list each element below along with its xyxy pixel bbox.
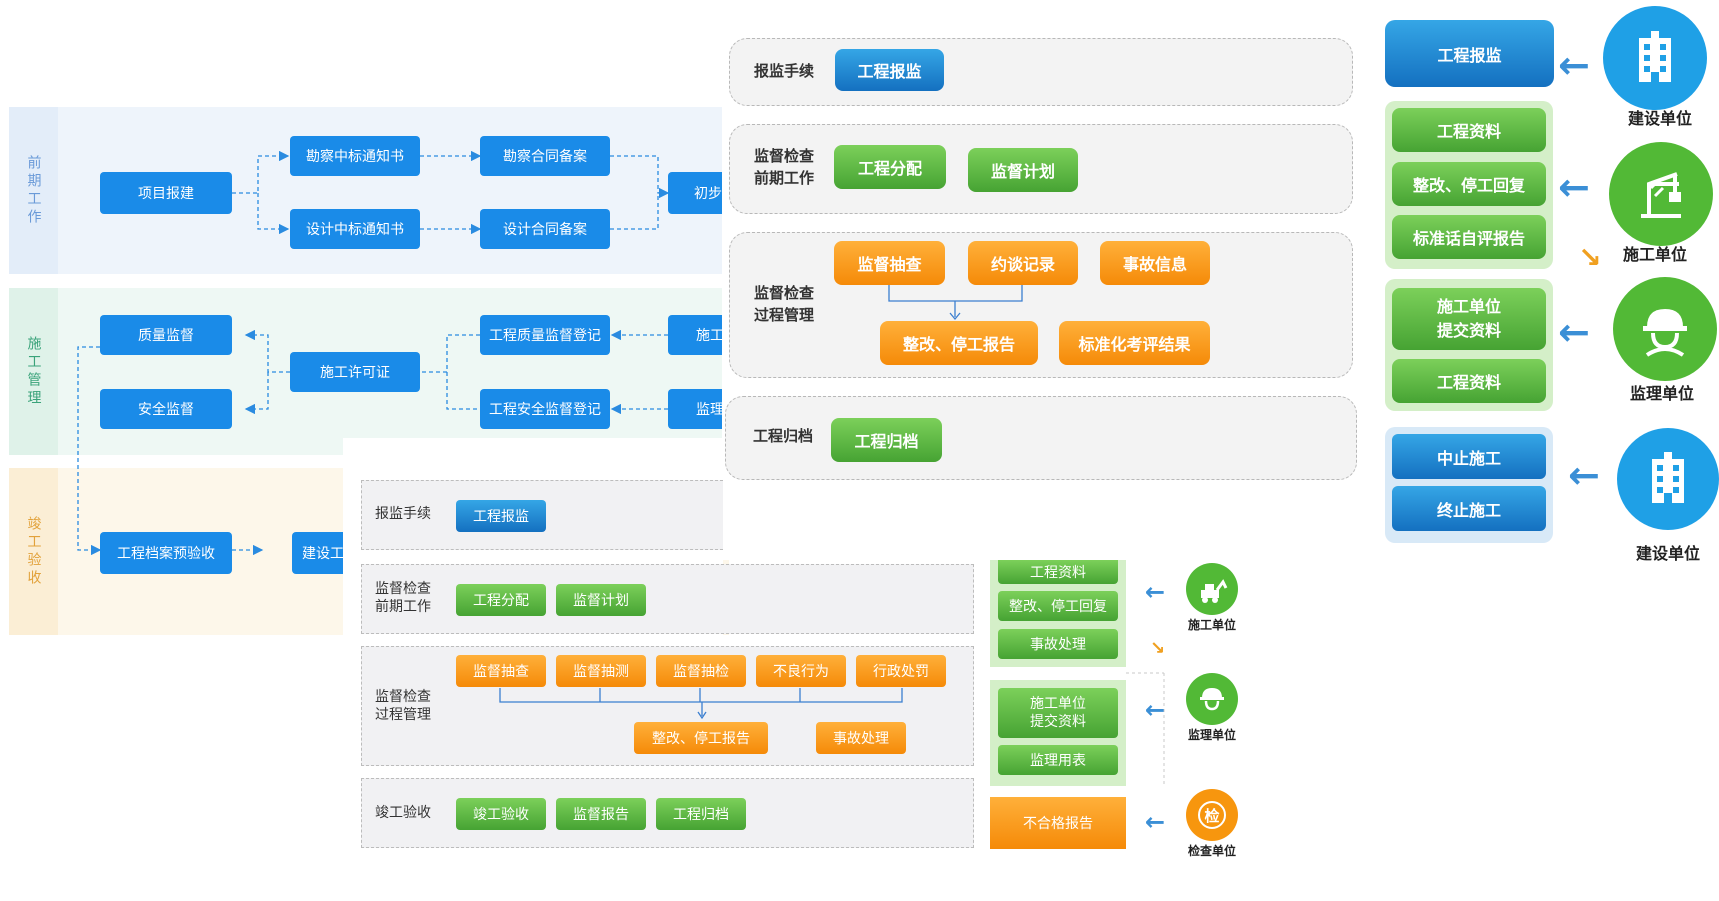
band-label-completion: 竣工验收: [9, 468, 58, 635]
tr-engineering-data-2-button[interactable]: 工程资料: [1392, 359, 1546, 403]
br-accident-button[interactable]: 事故处理: [998, 629, 1118, 659]
inspection-glyph: 检: [1198, 801, 1226, 829]
tr-submit-data-button[interactable]: 施工单位 提交资料: [1392, 288, 1546, 350]
br-engineering-data-button[interactable]: 工程资料: [998, 560, 1118, 584]
bottom-report-button[interactable]: 工程报监: [456, 500, 546, 532]
bottom-spot-test-button[interactable]: 监督抽检: [656, 655, 746, 687]
panel-process-label: 监督检查 过程管理: [754, 284, 815, 324]
tr-arrow-left-icon: ←: [1558, 43, 1590, 87]
band-label-construction: 施工管理: [9, 288, 58, 455]
inspection-icon: 检: [1186, 789, 1238, 841]
panel-report-label: 报监手续: [754, 62, 815, 80]
node-design-contract[interactable]: 设计合同备案: [480, 209, 610, 249]
worker-helmet-icon: [1186, 673, 1238, 725]
node-preliminary[interactable]: 初步: [668, 172, 728, 214]
crane-icon: [1609, 142, 1713, 246]
bottom-spot-check-button[interactable]: 监督抽查: [456, 655, 546, 687]
top-archive-button[interactable]: 工程归档: [831, 418, 942, 462]
bottom-rectify-report-button[interactable]: 整改、停工报告: [634, 722, 768, 754]
bottom-panel-pre-work: [361, 564, 974, 634]
node-survey-contract[interactable]: 勘察合同备案: [480, 136, 610, 176]
br-arrow-left-icon: ←: [1145, 808, 1166, 836]
bottom-panel-pre-work-label: 监督检查 前期工作: [375, 581, 431, 615]
tr-arrow-left-icon: ←: [1558, 310, 1590, 354]
building-icon: [1617, 428, 1719, 530]
tr-pause-button[interactable]: 中止施工: [1392, 434, 1546, 479]
br-supervision-form-button[interactable]: 监理用表: [998, 745, 1118, 775]
bottom-panel-report-label: 报监手续: [375, 506, 431, 522]
tr-actor-builder-label: 建设单位: [1627, 109, 1692, 128]
bottom-panel-completion-label: 竣工验收: [375, 805, 431, 821]
tr-arrow-left-icon: ←: [1568, 453, 1600, 497]
bottom-assign-button[interactable]: 工程分配: [456, 584, 546, 616]
node-archive-acceptance[interactable]: 工程档案预验收: [100, 532, 232, 574]
tr-actor-builder-2-label: 建设单位: [1635, 544, 1700, 563]
node-project-report[interactable]: 项目报建: [100, 172, 232, 214]
band-label-pre-work: 前期工作: [9, 107, 58, 274]
br-actor-inspection-label: 检查单位: [1187, 844, 1236, 858]
tr-stop-button[interactable]: 终止施工: [1392, 486, 1546, 531]
tr-arrow-diagonal-icon: ↘: [1578, 241, 1602, 274]
br-arrow-left-icon: ←: [1145, 578, 1166, 606]
node-build-partial[interactable]: 建设工: [292, 532, 352, 574]
bottom-bad-behavior-button[interactable]: 不良行为: [756, 655, 846, 687]
node-design-bid[interactable]: 设计中标通知书: [290, 209, 420, 249]
top-interview-button[interactable]: 约谈记录: [968, 241, 1078, 285]
building-icon: [1603, 6, 1707, 110]
top-plan-button[interactable]: 监督计划: [968, 148, 1078, 192]
br-rectify-reply-button[interactable]: 整改、停工回复: [998, 591, 1118, 621]
left-flow-connectors: [77, 150, 670, 556]
top-standard-result-button[interactable]: 标准化考评结果: [1059, 321, 1210, 365]
panel-report: [729, 38, 1353, 106]
tr-actor-construction-label: 施工单位: [1622, 245, 1687, 264]
tr-report-button[interactable]: 工程报监: [1385, 20, 1554, 87]
bottom-admin-penalty-button[interactable]: 行政处罚: [856, 655, 946, 687]
tr-actor-supervisor-label: 监理单位: [1629, 384, 1694, 403]
tr-self-eval-button[interactable]: 标准话自评报告: [1392, 215, 1546, 259]
tr-rectify-reply-button[interactable]: 整改、停工回复: [1392, 162, 1546, 206]
top-spot-check-button[interactable]: 监督抽查: [834, 241, 945, 285]
panel-archive-label: 工程归档: [753, 427, 814, 445]
top-accident-button[interactable]: 事故信息: [1100, 241, 1210, 285]
panel-pre-work-label: 监督检查 前期工作: [754, 147, 815, 187]
top-process-connector: [888, 285, 1023, 321]
node-quality-supervision[interactable]: 质量监督: [100, 315, 232, 355]
bottom-report-result-button[interactable]: 监督报告: [556, 798, 646, 830]
top-report-button[interactable]: 工程报监: [835, 49, 944, 91]
panel-pre-work: [729, 124, 1353, 214]
node-construction-partial[interactable]: 施工: [668, 315, 728, 355]
br-actor-supervisor-label: 监理单位: [1187, 728, 1236, 742]
br-arrow-diagonal-icon: ↘: [1150, 638, 1166, 659]
node-safety-supervision[interactable]: 安全监督: [100, 389, 232, 429]
br-group-divider: [1126, 672, 1165, 786]
node-supervision-partial[interactable]: 监理: [668, 389, 728, 429]
node-construction-permit[interactable]: 施工许可证: [290, 352, 420, 392]
br-actor-construction-label: 施工单位: [1187, 618, 1236, 632]
panel-archive: [725, 396, 1357, 480]
bottom-accident-button[interactable]: 事故处理: [816, 722, 906, 754]
bottom-process-connector: [499, 688, 903, 720]
excavator-icon: [1186, 563, 1238, 615]
tr-arrow-left-icon: ←: [1558, 165, 1590, 209]
bottom-plan-button[interactable]: 监督计划: [556, 584, 646, 616]
br-unqualified-report-button[interactable]: 不合格报告: [990, 797, 1126, 849]
node-survey-bid[interactable]: 勘察中标通知书: [290, 136, 420, 176]
worker-helmet-icon: [1613, 277, 1717, 381]
top-assign-button[interactable]: 工程分配: [834, 145, 946, 189]
bottom-archive-button[interactable]: 工程归档: [656, 798, 746, 830]
br-arrow-left-icon: ←: [1145, 696, 1166, 724]
br-submit-data-button[interactable]: 施工单位 提交资料: [998, 688, 1118, 738]
node-safety-register[interactable]: 工程安全监督登记: [480, 389, 610, 429]
node-quality-register[interactable]: 工程质量监督登记: [480, 315, 610, 355]
top-rectify-report-button[interactable]: 整改、停工报告: [880, 321, 1038, 365]
bottom-completion-button[interactable]: 竣工验收: [456, 798, 546, 830]
tr-engineering-data-button[interactable]: 工程资料: [1392, 108, 1546, 152]
bottom-panel-process-label: 监督检查 过程管理: [375, 689, 431, 723]
bottom-spot-measure-button[interactable]: 监督抽测: [556, 655, 646, 687]
